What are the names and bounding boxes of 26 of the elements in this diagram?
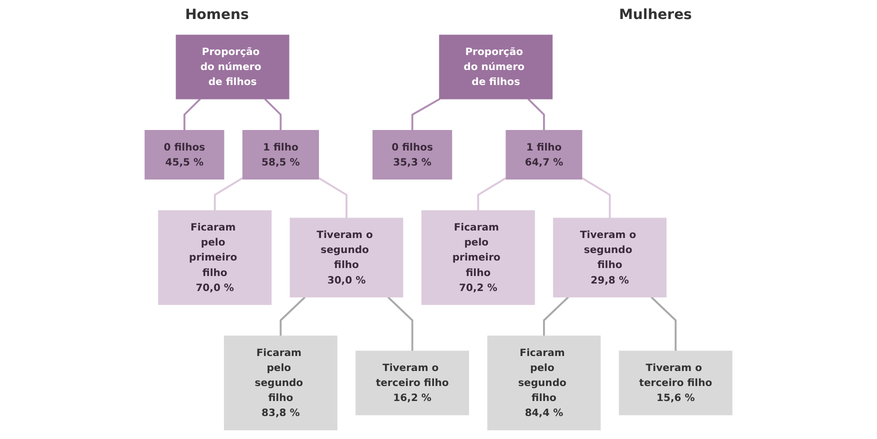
node-box: Tiveram o segundo filho 30,0 %: [290, 218, 404, 298]
node-box: 0 filhos 35,3 %: [372, 130, 452, 180]
node-box: 1 filho 64,7 %: [506, 130, 582, 180]
connector: [280, 296, 306, 336]
node-box: Ficaram pelo segundo filho 83,8 %: [224, 336, 338, 430]
node-box: Ficaram pelo primeiro filho 70,2 %: [421, 210, 535, 305]
tree-heading: Homens: [185, 7, 249, 23]
connector: [264, 98, 282, 130]
node-box: Tiveram o segundo filho 29,8 %: [553, 218, 667, 298]
connector: [411, 98, 440, 130]
connector: [183, 98, 201, 130]
connector: [527, 98, 545, 130]
node-box: Ficaram pelo segundo filho 84,4 %: [487, 336, 601, 430]
connector: [387, 296, 414, 351]
connector: [214, 177, 244, 211]
connector: [650, 296, 677, 351]
node-box: Proporção do número de filhos: [439, 34, 553, 100]
node-box: Tiveram o terceiro filho 15,6 %: [618, 350, 732, 416]
node-box: 1 filho 58,5 %: [242, 130, 319, 180]
node-box: Proporção do número de filhos: [176, 34, 290, 100]
tree-heading: Mulheres: [619, 7, 692, 23]
node-box: Tiveram o terceiro filho 16,2 %: [356, 350, 470, 416]
connector: [477, 177, 507, 211]
connector: [543, 296, 569, 336]
node-box: Ficaram pelo primeiro filho 70,0 %: [158, 210, 272, 305]
node-box: 0 filhos 45,5 %: [144, 130, 224, 180]
